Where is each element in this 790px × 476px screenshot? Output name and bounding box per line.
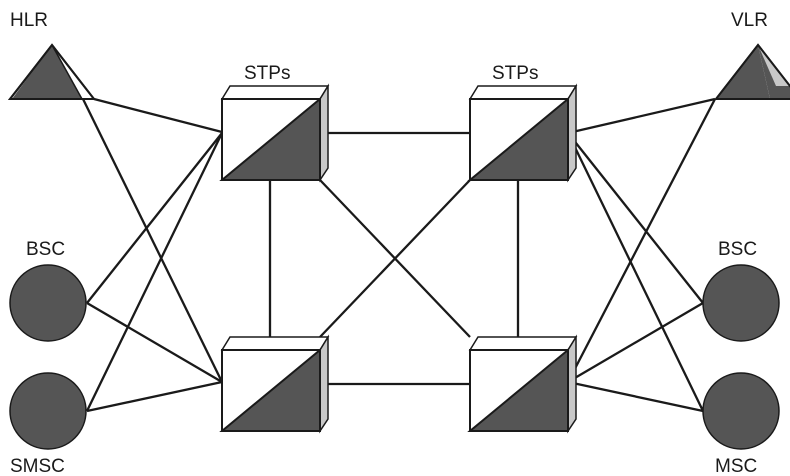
link-bsc-left-stp-bl bbox=[86, 302, 223, 383]
stp-node-bottom-right bbox=[467, 334, 578, 434]
vlr-label: VLR bbox=[731, 10, 768, 31]
hlr-node bbox=[7, 43, 97, 100]
link-vlr-stp-tr bbox=[567, 97, 716, 135]
hlr-label: HLR bbox=[10, 10, 48, 31]
link-vlr-stp-br bbox=[566, 98, 717, 383]
link-smsc-stp-tl bbox=[85, 132, 224, 412]
stp-top-left-label: STPs bbox=[244, 63, 290, 84]
stp-node-top-right bbox=[467, 83, 578, 183]
smsc-node bbox=[9, 372, 87, 450]
bsc-right-label: BSC bbox=[718, 239, 757, 260]
link-msc-stp-tr bbox=[566, 132, 705, 412]
stp-top-right-label: STPs bbox=[492, 63, 538, 84]
link-hlr-stp-bl bbox=[81, 98, 224, 383]
link-bsc-right-stp-tr bbox=[567, 132, 704, 304]
stp-node-top-left bbox=[219, 83, 330, 183]
link-bsc-right-stp-br bbox=[567, 302, 704, 383]
bsc-left-label: BSC bbox=[26, 239, 65, 260]
smsc-label: SMSC bbox=[10, 456, 65, 476]
link-stp-tr-stp-bl bbox=[319, 179, 471, 338]
link-bsc-left-stp-tl bbox=[86, 132, 223, 304]
bsc-right-node bbox=[702, 264, 780, 342]
msc-node bbox=[702, 372, 780, 450]
link-hlr-stp-tl bbox=[93, 97, 223, 134]
stp-node-bottom-left bbox=[219, 334, 330, 434]
link-smsc-stp-bl bbox=[86, 380, 223, 413]
vlr-node bbox=[713, 43, 790, 100]
bsc-left-node bbox=[9, 264, 87, 342]
link-msc-stp-br bbox=[567, 380, 704, 413]
connections bbox=[81, 97, 717, 413]
msc-label: MSC bbox=[715, 456, 757, 476]
